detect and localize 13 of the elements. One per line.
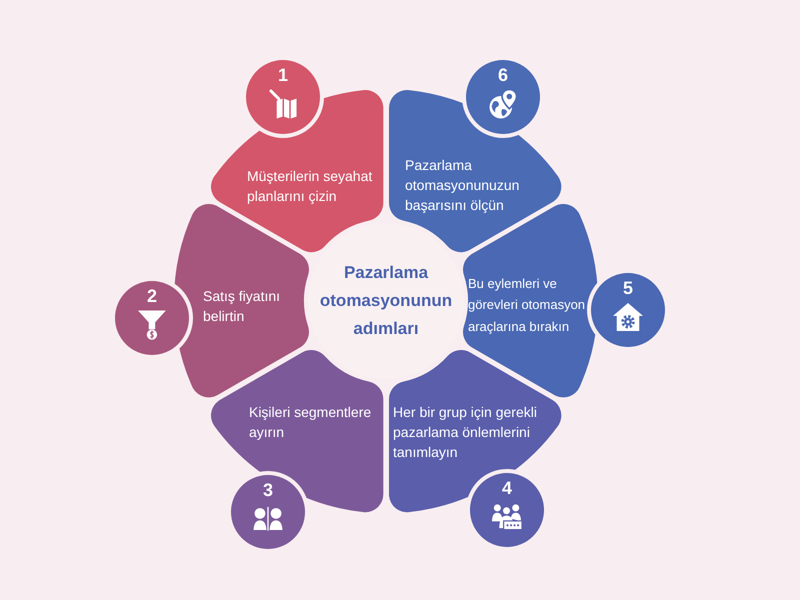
center-title: Pazarlama otomasyonunun adımları (318, 262, 454, 340)
step-number: 4 (502, 478, 512, 498)
step-text: Müşterilerin seyahat planlarını çizin (246, 166, 374, 206)
step-text: Pazarlama otomasyonunuzun başarısını ölçün (405, 156, 520, 215)
step-text: Her bir grup için gerekli pazarlama önlemlerini tanımlayın (393, 402, 538, 462)
step-number: 5 (622, 278, 633, 298)
step-number: 1 (278, 65, 288, 85)
step-number: 6 (498, 65, 508, 85)
step-text: Satış fiyatını belirtin (203, 286, 282, 326)
step-number: 3 (262, 480, 273, 500)
step-text: Bu eylemleri ve görevleri otomasyon araçlarına bırakın (468, 274, 586, 336)
step-number: 2 (146, 286, 157, 306)
step-text: Kişileri segmentlere ayırın (248, 402, 372, 442)
